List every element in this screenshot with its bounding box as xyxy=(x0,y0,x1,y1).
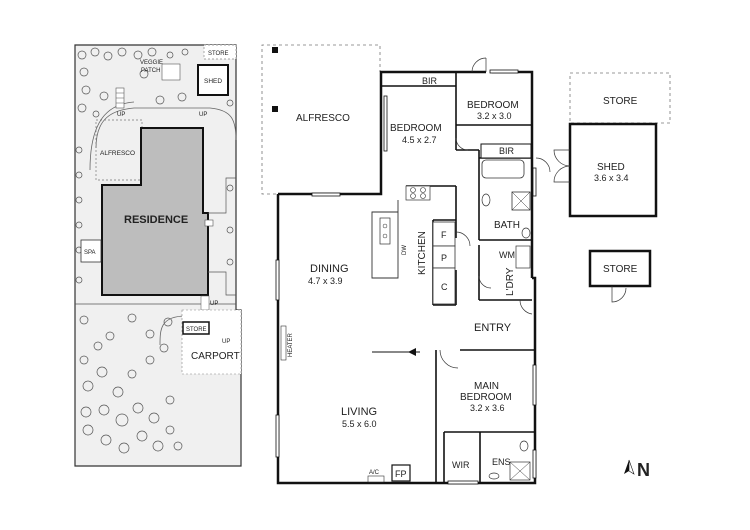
site-shed xyxy=(197,64,229,96)
north-compass: N xyxy=(624,459,650,480)
bedroom2-label: BEDROOM xyxy=(467,100,519,111)
site-carport-store-label: STORE xyxy=(186,327,207,333)
store-top-label: STORE xyxy=(603,96,638,107)
living-size: 5.5 x 6.0 xyxy=(342,419,377,429)
site-up-4: UP xyxy=(222,339,230,345)
fp-label: FP xyxy=(395,469,407,479)
shed-size: 3.6 x 3.4 xyxy=(594,173,629,183)
store-bottom-label: STORE xyxy=(603,264,638,275)
site-shed-label: SHED xyxy=(204,78,222,85)
outbuildings: STORE SHED 3.6 x 3.4 STORE xyxy=(553,72,671,303)
dw-label: DW xyxy=(402,245,408,255)
site-veggie-patch xyxy=(161,63,181,81)
kitchen-label: KITCHEN xyxy=(417,231,428,275)
veggie-label-line1: VEGGIE xyxy=(140,60,163,66)
bedroom1-size: 4.5 x 2.7 xyxy=(402,135,437,145)
bir-mid-label: BIR xyxy=(499,146,515,156)
site-spa-label: SPA xyxy=(84,250,96,256)
alfresco-outline xyxy=(261,44,381,195)
north-letter: N xyxy=(637,460,650,480)
bath-label: BATH xyxy=(494,220,520,231)
site-path xyxy=(95,107,237,149)
bedroom1-label: BEDROOM xyxy=(390,123,442,134)
ac-label: A/C xyxy=(369,470,380,476)
site-spa xyxy=(80,239,102,263)
bathtub xyxy=(481,159,525,179)
bir-top-label: BIR xyxy=(422,76,438,86)
bedroom2-size: 3.2 x 3.0 xyxy=(477,111,512,121)
cupboard-label: C xyxy=(441,282,448,292)
store-bottom-box xyxy=(588,249,652,288)
dining-size: 4.7 x 3.9 xyxy=(308,276,343,286)
wir-label: WIR xyxy=(452,460,470,470)
site-up-1: UP xyxy=(117,112,125,118)
living-label: LIVING xyxy=(341,406,377,418)
heater-label: HEATER xyxy=(288,332,294,357)
windows xyxy=(275,69,537,485)
main-bedroom-size: 3.2 x 3.6 xyxy=(470,403,505,413)
site-up-3: UP xyxy=(210,301,218,307)
alfresco-label: ALFRESCO xyxy=(296,113,350,124)
site-residence xyxy=(101,127,209,296)
shed-label: SHED xyxy=(597,162,625,173)
fridge-label: F xyxy=(441,230,447,240)
site-carport xyxy=(181,309,242,375)
sink xyxy=(379,217,391,245)
site-carport-store xyxy=(182,321,210,335)
interior-walls xyxy=(380,72,535,483)
door-swings xyxy=(439,57,551,369)
main-bedroom-line1: MAIN xyxy=(474,381,499,392)
shed-box xyxy=(568,122,658,218)
site-store-label: STORE xyxy=(208,51,229,57)
kitchen-island xyxy=(371,200,399,279)
site-store-top xyxy=(203,44,237,60)
dining-label: DINING xyxy=(310,263,349,275)
site-residence-label: RESIDENCE xyxy=(124,214,188,226)
wm-label: WM xyxy=(499,250,515,260)
site-up-2: UP xyxy=(199,112,207,118)
main-floor-plan: ALFRESCO xyxy=(261,44,551,485)
veggie-label-line2: PATCH xyxy=(141,68,160,74)
main-bedroom-line2: BEDROOM xyxy=(460,392,512,403)
site-trees xyxy=(75,47,234,454)
pantry-label: P xyxy=(441,253,447,263)
north-arrow-icon xyxy=(624,460,629,474)
entry-label: ENTRY xyxy=(474,322,512,334)
site-plan: STORE VEGGIE PATCH SHED UP UP ALFRESCO R… xyxy=(74,44,242,467)
site-alfresco-label: ALFRESCO xyxy=(100,150,135,157)
ens-label: ENS xyxy=(492,457,511,467)
ldry-label: L'DRY xyxy=(505,267,516,296)
site-carport-label: CARPORT xyxy=(191,351,240,362)
cooktop xyxy=(405,185,431,201)
